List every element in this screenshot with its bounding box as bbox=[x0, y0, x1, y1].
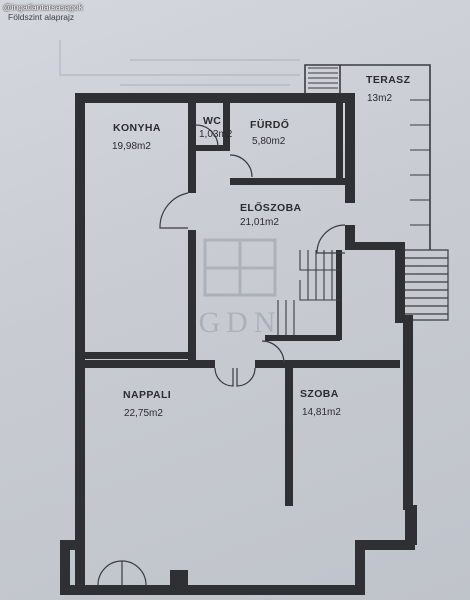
wc-door bbox=[195, 124, 219, 148]
watermark-credit: @ingatlantarsasagok bbox=[3, 2, 83, 12]
terrace-steps bbox=[308, 67, 430, 226]
room-area-szoba: 14,81m2 bbox=[302, 407, 341, 418]
balcony-door-right bbox=[121, 560, 147, 586]
nappali-door-right bbox=[236, 367, 256, 387]
room-name-nappali: NAPPALI bbox=[123, 389, 171, 401]
balcony-door-left bbox=[97, 560, 123, 586]
konyha-door bbox=[159, 192, 189, 229]
terrace bbox=[304, 64, 449, 321]
outer-walls bbox=[60, 93, 417, 595]
outer-staircase bbox=[395, 249, 449, 321]
watermark-text: GDN bbox=[199, 306, 282, 339]
room-name-wc: WC bbox=[203, 115, 221, 127]
interior-staircase bbox=[277, 250, 340, 335]
floor-heading: Földszint alaprajz bbox=[8, 12, 75, 22]
watermark-logo bbox=[203, 238, 277, 297]
room-name-furdo: FÜRDŐ bbox=[250, 118, 289, 131]
entrance-door bbox=[316, 224, 346, 254]
room-area-nappali: 22,75m2 bbox=[124, 408, 163, 419]
furdo-door bbox=[229, 154, 253, 178]
room-name-eloszoba: ELŐSZOBA bbox=[240, 201, 302, 214]
room-area-konyha: 19,98m2 bbox=[112, 141, 151, 152]
nappali-door-left bbox=[214, 367, 234, 387]
room-name-szoba: SZOBA bbox=[300, 388, 339, 400]
room-area-furdo: 5,80m2 bbox=[252, 136, 286, 147]
room-area-terasz: 13m2 bbox=[367, 93, 392, 104]
door-swings bbox=[97, 124, 346, 586]
szoba-door bbox=[261, 340, 285, 364]
room-area-eloszoba: 21,01m2 bbox=[240, 217, 279, 228]
background-sketch bbox=[59, 40, 300, 86]
room-area-wc: 1,03m2 bbox=[199, 129, 233, 140]
inner-walls bbox=[75, 103, 400, 585]
room-name-konyha: KONYHA bbox=[113, 122, 161, 134]
room-name-terasz: TERASZ bbox=[366, 74, 411, 86]
